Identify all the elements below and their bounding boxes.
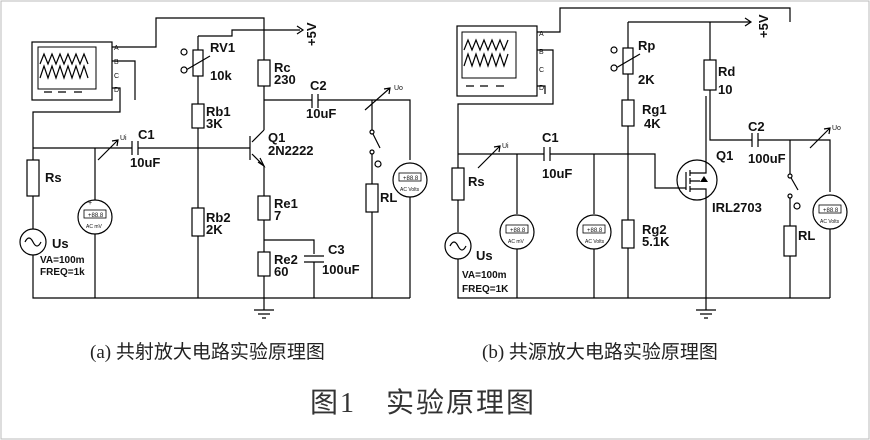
meter-unit-b1: AC mV	[508, 239, 525, 245]
npn-transistor-icon	[249, 129, 266, 168]
oscilloscope-icon: A B C D	[31, 41, 119, 101]
c1-label-a: C1	[138, 127, 155, 142]
us-label-a: Us	[52, 236, 69, 251]
scope-ch-d: D	[114, 87, 119, 94]
freq-label-a: FREQ=1k	[40, 267, 85, 278]
rg1-label: Rg1	[642, 102, 667, 117]
resistor-rd	[703, 59, 717, 91]
circuit-b: A B C D +5V Rs Us VA=100m FREQ=1K Ui +88…	[444, 7, 848, 319]
meter-reading-a2: +88.8	[403, 176, 419, 182]
resistor-rg1	[621, 99, 635, 127]
c1-value-a: 10uF	[130, 155, 160, 170]
q1-model-b: IRL2703	[712, 200, 762, 215]
rp-label: Rp	[638, 38, 655, 53]
resistor-re2	[257, 251, 271, 277]
resistor-rs-a	[26, 159, 40, 197]
rc-label: Rc	[274, 60, 291, 75]
scope-ch-b: B	[114, 59, 119, 66]
rb1-value: 3K	[206, 116, 223, 131]
figure-title: 图1 实验原理图	[310, 387, 536, 419]
scope-ch-b: B	[539, 49, 544, 56]
scope-ch-c: C	[539, 67, 544, 74]
c3-value: 100uF	[322, 262, 360, 277]
va-label-a: VA=100m	[40, 255, 85, 266]
rb2-label: Rb2	[206, 210, 231, 225]
uo-probe-b: Uo	[832, 125, 841, 132]
rl-label-a: RL	[380, 190, 397, 205]
c1-label-b: C1	[542, 130, 559, 145]
resistor-rl-a	[365, 183, 379, 213]
rb2-value: 2K	[206, 222, 223, 237]
q1-label-b: Q1	[716, 148, 733, 163]
resistor-rg2	[621, 219, 635, 249]
rv1-value: 10k	[210, 68, 232, 83]
rd-value: 10	[718, 82, 732, 97]
rc-value: 230	[274, 72, 296, 87]
rb1-label: Rb1	[206, 104, 231, 119]
ui-probe-a: Ui	[120, 135, 127, 142]
scope-ch-d: D	[539, 85, 544, 92]
meter-unit-a2: AC Volts	[400, 187, 420, 193]
va-label-b: VA=100m	[462, 270, 507, 281]
ui-probe-b: Ui	[502, 143, 509, 150]
c1-value-b: 10uF	[542, 166, 572, 181]
c2-label-b: C2	[748, 119, 765, 134]
meter-reading-a1: +88.8	[88, 213, 104, 219]
scope-ch-a: A	[114, 45, 119, 52]
resistor-re1	[257, 195, 271, 221]
rs-label-a: Rs	[45, 170, 62, 185]
c3-label: C3	[328, 242, 345, 257]
c2-label-a: C2	[310, 78, 327, 93]
meter-reading-b1: +88.8	[510, 228, 526, 234]
rv1-label: RV1	[210, 40, 235, 55]
q1-model-a: 2N2222	[268, 143, 314, 158]
meter-reading-b2: +88.8	[587, 228, 603, 234]
caption-b: (b) 共源放大电路实验原理图	[482, 341, 718, 363]
resistor-rb2	[191, 207, 205, 237]
rd-label: Rd	[718, 64, 735, 79]
vcc-label-a: +5V	[304, 22, 319, 46]
rg2-label: Rg2	[642, 222, 667, 237]
oscilloscope-icon: A B C D	[456, 25, 544, 97]
meter-unit-b3: AC Volts	[820, 219, 840, 225]
meter-unit-a1: AC mV	[86, 224, 103, 230]
meter-unit-b2: AC Volts	[585, 239, 605, 245]
re1-value: 7	[274, 208, 281, 223]
vcc-label-b: +5V	[756, 14, 771, 38]
ground-icon	[696, 309, 716, 319]
ground-icon	[254, 309, 274, 319]
q1-label-a: Q1	[268, 130, 285, 145]
meter-reading-b3: +88.8	[823, 208, 839, 214]
rs-label-b: Rs	[468, 174, 485, 189]
resistor-rc	[257, 59, 271, 87]
mosfet-icon	[676, 159, 718, 201]
resistor-rs-b	[451, 167, 465, 201]
scope-ch-a: A	[539, 31, 544, 38]
uo-probe-a: Uo	[394, 85, 403, 92]
rg1-value: 4K	[644, 116, 661, 131]
rp-value: 2K	[638, 72, 655, 87]
resistor-rl-b	[783, 225, 797, 257]
re2-value: 60	[274, 264, 288, 279]
svg-text:+: +	[88, 200, 92, 207]
freq-label-b: FREQ=1K	[462, 284, 509, 295]
re1-label: Re1	[274, 196, 298, 211]
scope-ch-c: C	[114, 73, 119, 80]
c2-value-a: 10uF	[306, 106, 336, 121]
us-label-b: Us	[476, 248, 493, 263]
rg2-value: 5.1K	[642, 234, 670, 249]
c2-value-b: 100uF	[748, 151, 786, 166]
re2-label: Re2	[274, 252, 298, 267]
circuit-a: A B C D +5V Rs Us VA=100m FREQ=1k Ui +88…	[19, 17, 428, 319]
rl-label-b: RL	[798, 228, 815, 243]
caption-a: (a) 共射放大电路实验原理图	[90, 341, 325, 363]
resistor-rb1	[191, 103, 205, 129]
